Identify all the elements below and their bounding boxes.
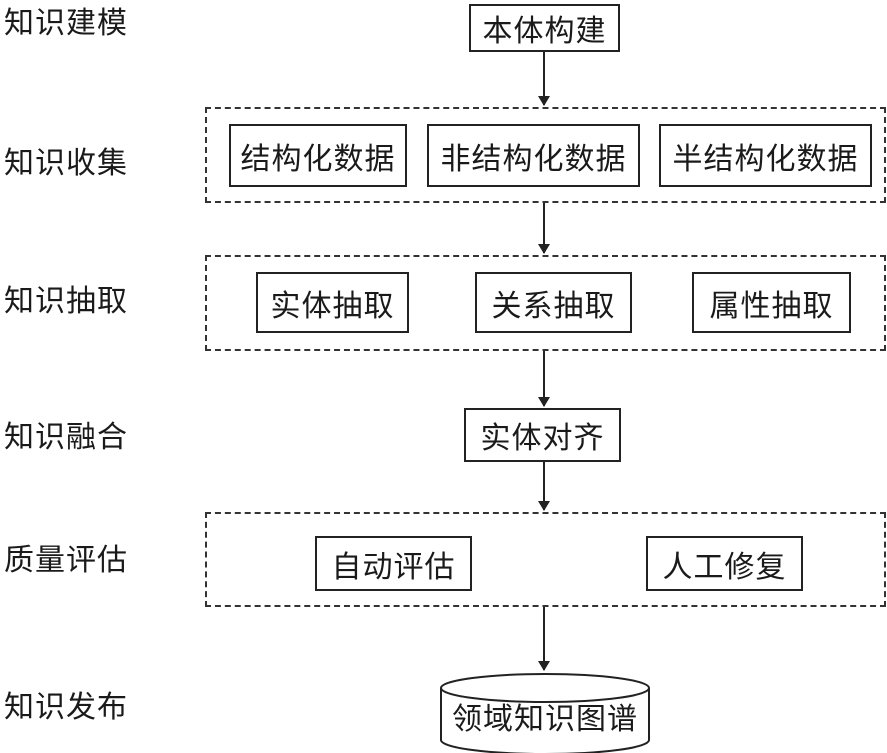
node-auto-evaluation: 自动评估 — [315, 536, 472, 591]
node-ontology-construction: 本体构建 — [469, 4, 620, 52]
group-knowledge-extraction — [205, 255, 886, 351]
node-domain-knowledge-graph: 领域知识图谱 — [452, 702, 638, 737]
stage-label-modeling: 知识建模 — [4, 6, 128, 41]
node-manual-repair: 人工修复 — [646, 536, 803, 591]
stage-label-quality: 质量评估 — [4, 543, 128, 578]
database-cylinder-icon — [440, 673, 650, 753]
stage-label-publish: 知识发布 — [4, 690, 128, 725]
node-attribute-extraction: 属性抽取 — [692, 272, 851, 333]
stage-label-extraction: 知识抽取 — [4, 284, 128, 319]
node-semistructured-data: 半结构化数据 — [659, 124, 872, 187]
stage-label-fusion: 知识融合 — [4, 420, 128, 455]
node-entity-alignment: 实体对齐 — [464, 408, 621, 462]
node-relation-extraction: 关系抽取 — [475, 272, 632, 333]
stage-label-collection: 知识收集 — [4, 146, 128, 181]
group-quality-assessment — [205, 512, 886, 607]
node-entity-extraction: 实体抽取 — [256, 272, 409, 333]
node-unstructured-data: 非结构化数据 — [427, 124, 640, 187]
node-structured-data: 结构化数据 — [229, 124, 407, 187]
group-knowledge-collection — [205, 107, 886, 203]
